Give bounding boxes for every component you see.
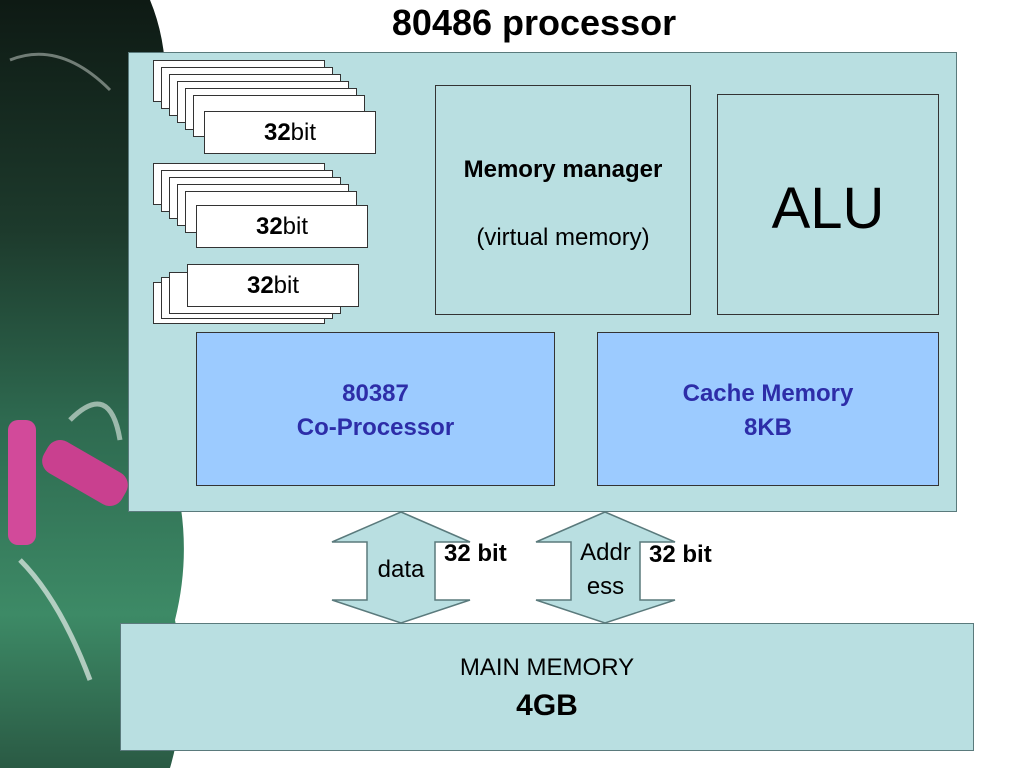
chalk-stick-icon (42, 440, 128, 506)
cache-line1: Cache Memory (682, 380, 854, 407)
alu-block: ALU (717, 94, 939, 315)
memory-manager-title: Memory manager (463, 156, 663, 183)
memory-manager-subtitle: (virtual memory) (476, 224, 650, 251)
coprocessor-block: 80387 Co-Processor (196, 332, 555, 486)
address-bus-label-1: Addr (580, 539, 631, 566)
main-memory-line1: MAIN MEMORY (459, 654, 635, 681)
main-memory-block: MAIN MEMORY 4GB (120, 623, 974, 751)
address-bus-label-2: ess (586, 573, 625, 600)
alu-label: ALU (771, 176, 885, 241)
data-bus-label: data (377, 556, 425, 583)
memory-manager-block: Memory manager (virtual memory) (435, 85, 691, 315)
coprocessor-line2: Co-Processor (296, 414, 455, 441)
main-memory-line2: 4GB (516, 689, 578, 722)
address-bus-width: 32 bit (649, 541, 712, 568)
data-bus-width: 32 bit (444, 540, 507, 567)
page-title: 80486 processor (391, 2, 677, 43)
register-label: 32 bit (196, 205, 368, 248)
register-label: 32 bit (187, 264, 359, 307)
chalk-stick-icon (8, 420, 36, 545)
cache-line2: 8KB (743, 414, 792, 441)
cache-memory-block: Cache Memory 8KB (597, 332, 939, 486)
coprocessor-line1: 80387 (342, 380, 409, 407)
